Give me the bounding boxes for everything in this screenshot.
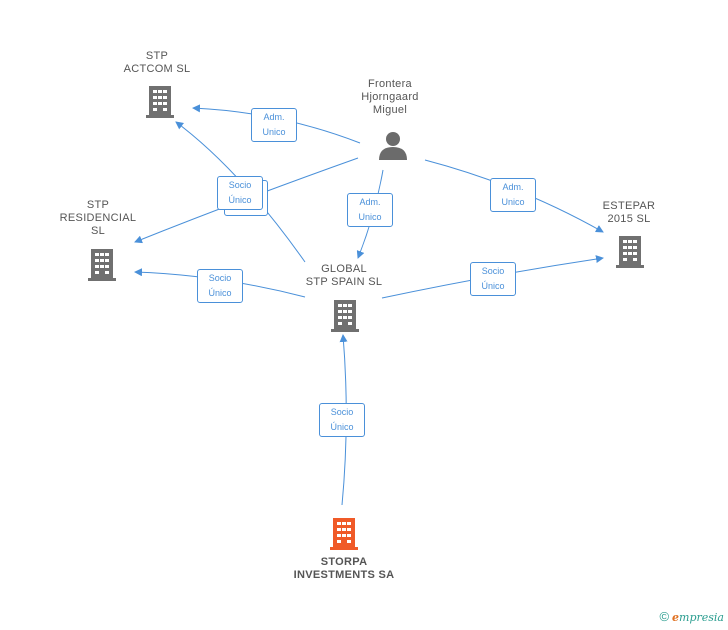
edge-label-line: Socio — [330, 407, 354, 417]
edge-label-socio-actcom: Socio Único — [217, 176, 263, 210]
edge-label-line: Socio — [481, 266, 505, 276]
brand-logo-rest: mpresia — [679, 611, 724, 624]
node-label-line: Miguel — [372, 104, 408, 116]
node-label-line: ESTEPAR — [602, 200, 656, 212]
node-label-line: Frontera — [368, 78, 412, 90]
node-label-line: 2015 SL — [607, 213, 651, 225]
brand-logo-first: e — [672, 611, 680, 624]
edge-label-line: Adm. — [263, 112, 285, 122]
building-icon — [88, 249, 116, 281]
edge-label-line: Unico — [262, 127, 286, 137]
edge-label-line: Único — [208, 288, 232, 298]
edge-label-line: Único — [228, 195, 252, 205]
edges — [134, 104, 604, 506]
node-label-global-stp[interactable]: GLOBAL STP SPAIN SL — [292, 263, 396, 289]
edge-label-line: Socio — [228, 180, 252, 190]
edge-label-socio-estepar: Socio Único — [470, 262, 516, 296]
node-label-line: SL — [90, 225, 106, 237]
edge-label-line: Adm. — [359, 197, 381, 207]
building-icon — [146, 86, 174, 118]
edge-label-line: Único — [330, 422, 354, 432]
node-label-line: STP SPAIN SL — [305, 276, 383, 288]
node-label-frontera[interactable]: Frontera Hjorngaard Miguel — [340, 78, 440, 117]
node-label-storpa[interactable]: STORPA INVESTMENTS SA — [274, 556, 414, 582]
edge-label-socio-storpa: Socio Único — [319, 403, 365, 437]
node-label-line: STORPA — [320, 556, 368, 568]
node-label-line: INVESTMENTS SA — [293, 569, 395, 581]
edge-label-line: Unico — [358, 212, 382, 222]
brand-footer[interactable]: ©empresia — [659, 609, 724, 624]
edge-label-line: Adm. — [502, 182, 524, 192]
copyright-icon: © — [659, 609, 670, 624]
building-icon — [331, 300, 359, 332]
person-icon — [379, 132, 407, 160]
node-label-stp-residencial[interactable]: STP RESIDENCIAL SL — [52, 199, 144, 238]
edge-label-adm-global: Adm. Unico — [347, 193, 393, 227]
node-label-line: RESIDENCIAL — [59, 212, 137, 224]
node-label-line: STP — [145, 50, 169, 62]
node-label-line: GLOBAL — [321, 263, 367, 275]
node-label-line: ACTCOM SL — [123, 63, 191, 75]
edge-label-line: Unico — [501, 197, 525, 207]
node-label-line: STP — [86, 199, 110, 211]
node-label-estepar[interactable]: ESTEPAR 2015 SL — [586, 200, 672, 226]
edge-label-adm-actcom: Adm. Unico — [251, 108, 297, 142]
node-label-stp-actcom[interactable]: STP ACTCOM SL — [112, 50, 202, 76]
edge-label-socio-residencial: Socio Único — [197, 269, 243, 303]
edge-label-line: Único — [481, 281, 505, 291]
edge-label-line: Socio — [208, 273, 232, 283]
edge-label-adm-estepar: Adm. Unico — [490, 178, 536, 212]
node-label-line: Hjorngaard — [361, 91, 419, 103]
building-icon-main — [330, 518, 358, 550]
building-icon — [616, 236, 644, 268]
